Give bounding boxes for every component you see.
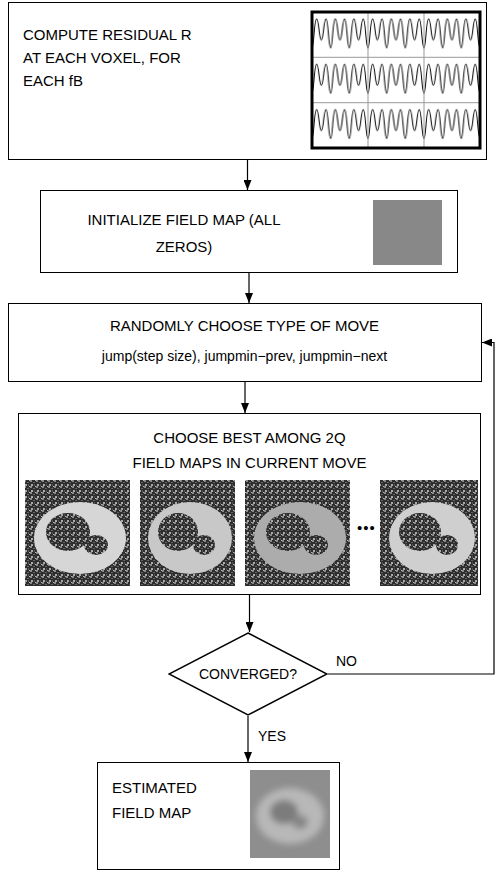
node-text: INITIALIZE FIELD MAP (ALL ZEROS) (84, 206, 284, 260)
node-text: CHOOSE BEST AMONG 2Q FIELD MAPS IN CURRE… (131, 425, 368, 475)
flow-arrow (247, 716, 248, 762)
edge-label: NO (334, 653, 359, 669)
label-holder: YES (256, 727, 288, 745)
node-text: COMPUTE RESIDUAL R AT EACH VOXEL, FOR EA… (23, 23, 203, 92)
candidate-field-map (245, 480, 350, 586)
estimated-field-map-image (250, 770, 330, 858)
node-subtext: jump(step size), jumpmin−prev, jumpmin−n… (9, 346, 480, 366)
candidate-field-map (380, 480, 478, 586)
candidate-field-map (140, 480, 235, 586)
process-box: RANDOMLY CHOOSE TYPE OF MOVE jump(step si… (8, 303, 482, 382)
candidate-field-map (25, 480, 130, 586)
node-text: CONVERGED? (168, 665, 328, 683)
flow-arrow (244, 382, 245, 413)
flow-arrow (248, 273, 249, 303)
process-box: INITIALIZE FIELD MAP (ALL ZEROS) (40, 190, 458, 273)
edge-label: YES (256, 728, 288, 744)
process-box: CHOOSE BEST AMONG 2Q FIELD MAPS IN CURRE… (18, 413, 481, 595)
flow-arrow (328, 343, 494, 675)
label-holder: NO (334, 652, 359, 670)
diamond-shape (169, 633, 327, 715)
zero-field-map (373, 200, 442, 265)
label-holder: ••• (355, 519, 378, 537)
node-text: ESTIMATED FIELD MAP (112, 775, 237, 825)
residual-waveforms (312, 12, 480, 148)
output-box: ESTIMATED FIELD MAP (97, 762, 340, 870)
flow-arrow (249, 595, 250, 632)
node-text: RANDOMLY CHOOSE TYPE OF MOVE (9, 316, 480, 336)
flow-arrow (247, 160, 248, 190)
ellipsis-label: ••• (355, 519, 378, 536)
decision-diamond: CONVERGED? (168, 632, 328, 716)
process-box: COMPUTE RESIDUAL R AT EACH VOXEL, FOR EA… (8, 2, 487, 160)
